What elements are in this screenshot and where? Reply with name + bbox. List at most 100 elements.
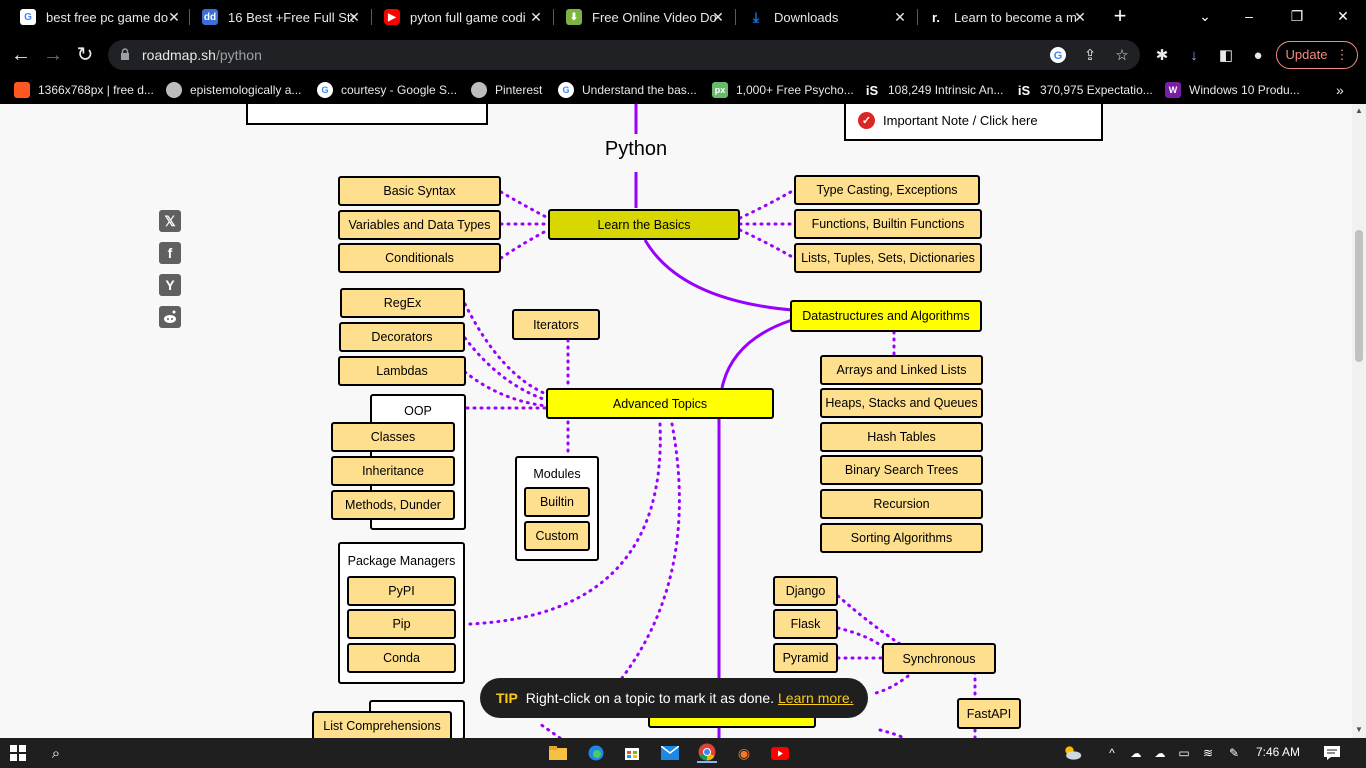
browser-tab-active[interactable]: r. Learn to become a m ✕ <box>928 0 1088 34</box>
node-synchronous[interactable]: Synchronous <box>882 643 996 674</box>
update-button[interactable]: Update⋮ <box>1276 41 1358 69</box>
browser-tab[interactable]: ⤓ Downloads ✕ <box>748 0 908 34</box>
node-classes[interactable]: Classes <box>331 422 455 452</box>
close-tab-icon[interactable]: ✕ <box>348 8 360 25</box>
page-scrollbar[interactable]: ▲ ▼ <box>1352 104 1366 738</box>
node-arrays-linked-lists[interactable]: Arrays and Linked Lists <box>820 355 983 385</box>
node-pip[interactable]: Pip <box>347 609 456 639</box>
tab-search-icon[interactable]: ⌄ <box>1199 8 1211 24</box>
close-tab-icon[interactable]: ✕ <box>894 8 906 25</box>
google-lens-icon[interactable]: G <box>1046 43 1070 67</box>
node-binary-search-trees[interactable]: Binary Search Trees <box>820 455 983 485</box>
downloads-icon[interactable]: ↓ <box>1190 46 1198 64</box>
node-hash-tables[interactable]: Hash Tables <box>820 422 983 452</box>
battery-icon[interactable]: ▭ <box>1178 746 1190 760</box>
search-icon[interactable]: ⌕ <box>51 744 61 762</box>
node-functions[interactable]: Functions, Builtin Functions <box>794 209 982 239</box>
profile-icon[interactable]: ● <box>1253 46 1263 64</box>
bookmark-item[interactable]: epistemologically a... <box>166 81 301 99</box>
bookmark-item[interactable]: Pinterest <box>471 81 542 99</box>
blender-icon[interactable]: ◉ <box>737 744 751 761</box>
bookmark-star-icon[interactable]: ☆ <box>1115 47 1129 64</box>
notifications-icon[interactable] <box>1322 743 1342 763</box>
minimize-icon[interactable]: – <box>1245 8 1253 24</box>
back-icon[interactable]: ← <box>11 44 31 66</box>
node-conda[interactable]: Conda <box>347 643 456 673</box>
new-tab-icon[interactable]: + <box>1113 3 1127 28</box>
node-datastructures-algorithms[interactable]: Datastructures and Algorithms <box>790 300 982 332</box>
close-window-icon[interactable]: ✕ <box>1337 8 1349 24</box>
node-iterators[interactable]: Iterators <box>512 309 600 340</box>
share-icon[interactable]: ⇪ <box>1083 47 1097 64</box>
node-pyramid[interactable]: Pyramid <box>773 643 838 673</box>
node-decorators[interactable]: Decorators <box>339 322 465 352</box>
node-fastapi[interactable]: FastAPI <box>957 698 1021 729</box>
weather-icon[interactable] <box>1062 743 1082 763</box>
address-bar[interactable]: roadmap.sh/python <box>108 40 1140 70</box>
node-variables-data-types[interactable]: Variables and Data Types <box>338 210 501 240</box>
hackernews-icon[interactable]: Y <box>159 274 181 296</box>
node-regex[interactable]: RegEx <box>340 288 465 318</box>
store-icon[interactable] <box>622 743 642 763</box>
node-flask[interactable]: Flask <box>773 609 838 639</box>
close-tab-icon[interactable]: ✕ <box>530 8 542 25</box>
scrollbar-thumb[interactable] <box>1355 230 1363 362</box>
x-twitter-icon[interactable]: 𝕏 <box>159 210 181 232</box>
browser-tab[interactable]: ⬇ Free Online Video Do ✕ <box>566 0 726 34</box>
reddit-icon[interactable] <box>159 306 181 328</box>
close-tab-icon[interactable]: ✕ <box>168 8 180 25</box>
reload-icon[interactable]: ↻ <box>76 44 94 66</box>
node-heaps-stacks[interactable]: Heaps, Stacks and Queues <box>820 388 983 418</box>
youtube-icon[interactable] <box>770 743 790 763</box>
scroll-down-icon[interactable]: ▼ <box>1355 725 1363 734</box>
facebook-icon[interactable]: f <box>159 242 181 264</box>
node-methods-dunder[interactable]: Methods, Dunder <box>331 490 455 520</box>
node-list-comprehensions[interactable]: List Comprehensions <box>312 711 452 738</box>
node-learn-the-basics[interactable]: Learn the Basics <box>548 209 740 240</box>
extensions-icon[interactable]: ✱ <box>1155 47 1169 64</box>
pen-icon[interactable]: ✎ <box>1228 746 1240 760</box>
node-custom[interactable]: Custom <box>524 521 590 551</box>
cloud-sync-icon[interactable]: ☁ <box>1130 747 1142 760</box>
show-hidden-icons-icon[interactable]: ^ <box>1109 746 1115 760</box>
wifi-icon[interactable]: ≋ <box>1202 746 1214 760</box>
browser-tab[interactable]: G best free pc game do ✕ <box>20 0 182 34</box>
learn-more-link[interactable]: Learn more. <box>778 690 854 706</box>
important-note-button[interactable]: ✓ Important Note / Click here <box>844 104 1103 141</box>
node-conditionals[interactable]: Conditionals <box>338 243 501 273</box>
node-builtin[interactable]: Builtin <box>524 487 590 517</box>
close-tab-icon[interactable]: ✕ <box>1074 8 1086 25</box>
node-django[interactable]: Django <box>773 576 838 606</box>
more-bookmarks-icon[interactable]: » <box>1336 82 1344 98</box>
bookmark-item[interactable]: 1366x768px | free d... <box>14 81 154 99</box>
edge-icon[interactable] <box>586 743 606 763</box>
forward-icon[interactable]: → <box>43 44 63 66</box>
restore-icon[interactable]: ❐ <box>1290 8 1304 24</box>
node-recursion[interactable]: Recursion <box>820 489 983 519</box>
node-sorting-algorithms[interactable]: Sorting Algorithms <box>820 523 983 553</box>
node-lambdas[interactable]: Lambdas <box>338 356 466 386</box>
side-panel-icon[interactable]: ◧ <box>1218 47 1234 64</box>
close-tab-icon[interactable]: ✕ <box>712 8 724 25</box>
browser-tab[interactable]: dd 16 Best +Free Full Sta ✕ <box>202 0 362 34</box>
scroll-up-icon[interactable]: ▲ <box>1355 106 1363 115</box>
node-advanced-topics[interactable]: Advanced Topics <box>546 388 774 419</box>
node-inheritance[interactable]: Inheritance <box>331 456 455 486</box>
node-basic-syntax[interactable]: Basic Syntax <box>338 176 501 206</box>
mail-icon[interactable] <box>660 743 680 763</box>
browser-tab[interactable]: ▶ pyton full game codi ✕ <box>384 0 544 34</box>
node-pypi[interactable]: PyPI <box>347 576 456 606</box>
windows-start-icon[interactable] <box>8 743 28 763</box>
node-type-casting[interactable]: Type Casting, Exceptions <box>794 175 980 205</box>
node-lists-tuples[interactable]: Lists, Tuples, Sets, Dictionaries <box>794 243 982 273</box>
chrome-icon[interactable] <box>697 743 717 763</box>
onedrive-icon[interactable]: ☁ <box>1154 747 1166 760</box>
taskbar-clock[interactable]: 7:46 AM <box>1256 745 1301 759</box>
file-explorer-icon[interactable] <box>548 743 568 763</box>
